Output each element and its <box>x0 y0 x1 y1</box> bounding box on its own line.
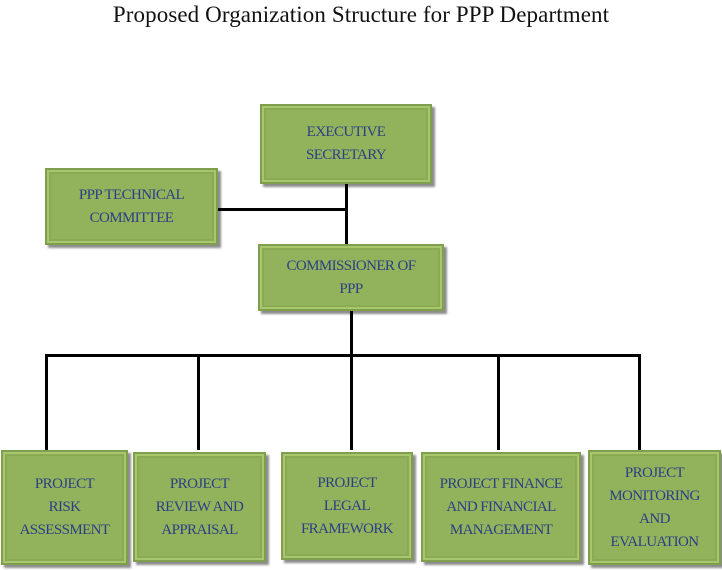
executive-secretary-box: EXECUTIVE SECRETARY <box>260 104 432 184</box>
connector-drop-finance <box>497 354 500 450</box>
finance-management-box: PROJECT FINANCE AND FINANCIAL MANAGEMENT <box>421 452 581 562</box>
connector-drop-review <box>197 354 200 450</box>
legal-framework-box: PROJECT LEGAL FRAMEWORK <box>281 452 413 560</box>
review-appraisal-label: PROJECT REVIEW AND APPRAISAL <box>155 475 244 538</box>
risk-assessment-label: PROJECT RISK ASSESSMENT <box>19 476 110 538</box>
monitoring-evaluation-label: PROJECT MONITORING AND EVALUATION <box>609 464 700 550</box>
connector-drop-monitoring <box>638 354 641 450</box>
risk-assessment-box: PROJECT RISK ASSESSMENT <box>1 450 128 565</box>
commissioner-box: COMMISSIONER OF PPP <box>258 244 444 311</box>
connector-commissioner-down <box>350 308 353 357</box>
connector-exec-to-commissioner <box>345 182 348 245</box>
connector-technical-committee <box>217 208 348 211</box>
connector-drop-legal <box>350 354 353 450</box>
legal-framework-label: PROJECT LEGAL FRAMEWORK <box>300 474 394 537</box>
review-appraisal-box: PROJECT REVIEW AND APPRAISAL <box>133 452 266 562</box>
connector-horizontal-bus <box>45 354 641 357</box>
connector-drop-risk <box>45 354 48 450</box>
finance-management-label: PROJECT FINANCE AND FINANCIAL MANAGEMENT <box>439 475 563 538</box>
technical-committee-box: PPP TECHNICAL COMMITTEE <box>45 168 218 245</box>
commissioner-label: COMMISSIONER OF PPP <box>286 257 417 297</box>
technical-committee-label: PPP TECHNICAL COMMITTEE <box>78 186 185 226</box>
monitoring-evaluation-box: PROJECT MONITORING AND EVALUATION <box>588 450 721 565</box>
diagram-title: Proposed Organization Structure for PPP … <box>112 2 610 27</box>
executive-secretary-label: EXECUTIVE SECRETARY <box>305 124 387 163</box>
